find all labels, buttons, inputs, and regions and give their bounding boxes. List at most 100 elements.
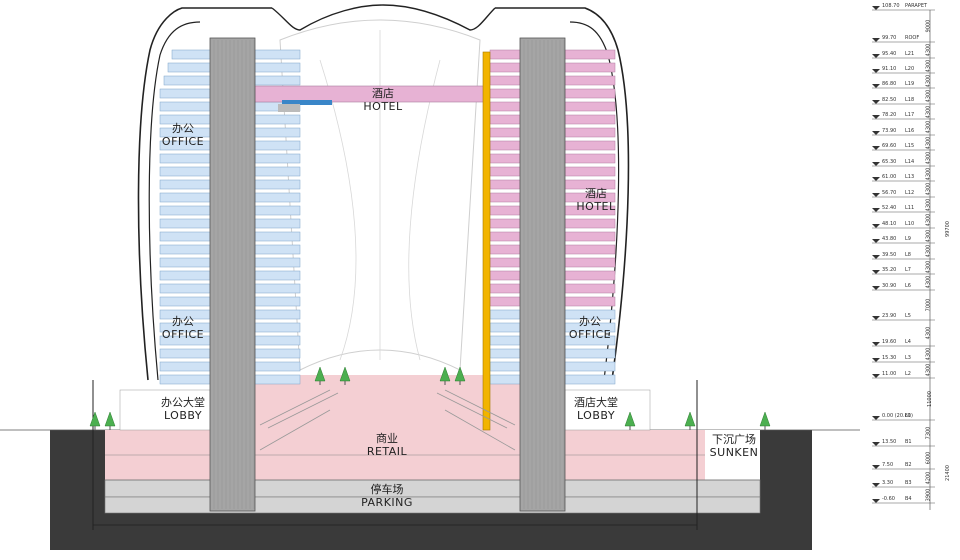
- tree-icon: [684, 411, 696, 427]
- office-floor-left-inner: [254, 257, 301, 268]
- tower-floor-right-inner: [489, 374, 521, 385]
- level-marker-icon: [872, 131, 880, 135]
- tower-floor-right-inner: [489, 49, 521, 60]
- level-dimension: 4300: [925, 260, 932, 273]
- office-floor-left-inner: [254, 296, 301, 307]
- tower-floor-right: [564, 114, 616, 125]
- label-en: OFFICE: [161, 328, 205, 341]
- level-dimension: 4300: [925, 326, 932, 340]
- overall-dimension-above: 99700: [944, 221, 951, 237]
- office-floor-left-inner: [254, 140, 301, 151]
- level-marker-icon: [872, 84, 880, 88]
- level-marker-icon: [872, 416, 880, 420]
- level-marker-icon: [872, 442, 880, 446]
- label-en: PARKING: [361, 496, 413, 509]
- level-marker-icon: [872, 224, 880, 228]
- level-elevation: 69.60: [882, 143, 897, 149]
- office-floor-left: [159, 179, 211, 190]
- level-name: ROOF: [905, 35, 920, 41]
- office-floor-left-inner: [254, 114, 301, 125]
- office-floor-left-inner: [254, 244, 301, 255]
- label-office-lobby: 办公大堂 LOBBY: [161, 396, 205, 422]
- office-floor-left-inner: [254, 62, 301, 73]
- office-floor-left-inner: [254, 309, 301, 320]
- tower-floor-right: [564, 88, 616, 99]
- tree-icon: [314, 366, 326, 382]
- office-floor-left: [159, 218, 211, 229]
- level-name: L4: [905, 339, 911, 345]
- level-dimension: 4300: [925, 167, 932, 180]
- label-retail: 商业 RETAIL: [367, 432, 407, 458]
- level-elevation: 73.90: [882, 128, 897, 134]
- level-dimension: 4300: [925, 136, 932, 149]
- level-name: L21: [905, 51, 915, 57]
- tower-floor-right-inner: [489, 192, 521, 203]
- level-marker-icon: [872, 38, 880, 42]
- tower-floor-right-inner: [489, 153, 521, 164]
- level-name: L7: [905, 267, 911, 273]
- label-en: OFFICE: [161, 135, 205, 148]
- level-elevation: 13.50: [882, 439, 897, 445]
- level-elevation: 0.00 (20.80): [882, 413, 913, 419]
- tower-floor-right-inner: [489, 218, 521, 229]
- tower-floor-right-inner: [489, 114, 521, 125]
- tower-floor-right-inner: [489, 322, 521, 333]
- office-floor-left: [159, 231, 211, 242]
- tower-floor-right-inner: [489, 257, 521, 268]
- tree-icon: [439, 366, 451, 382]
- office-floor-left-inner: [254, 361, 301, 372]
- level-scale: [872, 6, 935, 510]
- level-dimension: 11000: [926, 391, 933, 407]
- office-floor-left-inner: [254, 322, 301, 333]
- tower-floor-right: [564, 374, 616, 385]
- level-marker-icon: [872, 342, 880, 346]
- level-dimension: 4200: [925, 471, 932, 485]
- level-elevation: 7.50: [882, 462, 894, 468]
- level-marker-icon: [872, 69, 880, 73]
- label-office-upper: 办公 OFFICE: [162, 122, 204, 148]
- tower-floor-right-inner: [489, 244, 521, 255]
- office-floor-left: [159, 296, 211, 307]
- level-name: L16: [905, 128, 915, 134]
- level-dimension: 7000: [925, 298, 932, 312]
- level-dimension: 3900: [925, 488, 932, 502]
- tower-floor-right: [564, 231, 616, 242]
- tower-floor-right: [564, 75, 616, 86]
- tower-floor-right-inner: [489, 88, 521, 99]
- office-floor-left-inner: [254, 192, 301, 203]
- level-dimension: 4300: [925, 151, 932, 165]
- atrium-canopy-outline: [319, 30, 441, 361]
- office-floor-left: [159, 88, 211, 99]
- level-elevation: 15.30: [882, 355, 897, 361]
- level-name: L5: [905, 313, 911, 319]
- level-name: L17: [905, 112, 915, 118]
- label-en: LOBBY: [576, 409, 616, 422]
- trees: [89, 366, 771, 430]
- level-marker-icon: [872, 208, 880, 212]
- level-marker-icon: [872, 316, 880, 320]
- office-floor-left-inner: [254, 270, 301, 281]
- office-floor-left: [159, 166, 211, 177]
- office-floor-left: [159, 244, 211, 255]
- level-marker-icon: [872, 193, 880, 197]
- office-floor-left-inner: [254, 374, 301, 385]
- level-elevation: 61.00: [882, 174, 897, 180]
- left-tower-shell: [137, 7, 272, 381]
- tower-floor-right: [564, 348, 616, 359]
- tower-floor-right-inner: [489, 166, 521, 177]
- level-name: L19: [905, 81, 915, 87]
- level-elevation: 65.30: [882, 159, 897, 165]
- level-dimension: 4300: [925, 198, 932, 211]
- tower-floor-right: [564, 49, 616, 60]
- office-floor-left: [159, 348, 211, 359]
- accent-column: [482, 51, 491, 431]
- tree-icon: [454, 366, 466, 382]
- level-name: L3: [905, 355, 911, 361]
- level-marker-icon: [872, 499, 880, 503]
- sunken-plaza-zone: [705, 430, 760, 480]
- level-marker-icon: [872, 465, 880, 469]
- level-marker-icon: [872, 162, 880, 166]
- tower-floor-right-inner: [489, 335, 521, 346]
- tower-floor-right: [564, 166, 616, 177]
